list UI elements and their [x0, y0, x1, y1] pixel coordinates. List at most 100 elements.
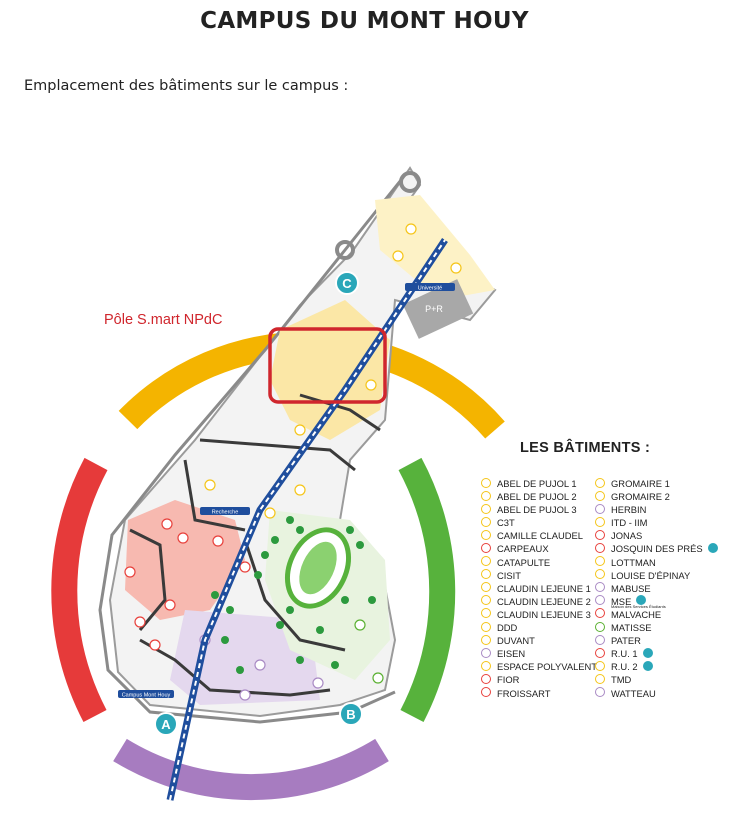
legend-item-label: TMD: [611, 674, 632, 686]
building-marker-icon: [595, 647, 605, 658]
legend-item: LOTTMAN: [595, 555, 718, 568]
legend-item: CLAUDIN LEJEUNE 3: [481, 607, 597, 620]
legend-item: JOSQUIN DES PRÉS: [595, 541, 718, 554]
building-marker-icon: [481, 595, 491, 606]
legend-item: HERBIN: [595, 502, 718, 515]
building-marker-icon: [595, 621, 605, 632]
legend-item: MATISSE: [595, 620, 718, 633]
building-marker-icon: [595, 634, 605, 645]
tram-stop-label: Université: [418, 286, 442, 292]
building-marker-icon: [595, 490, 605, 501]
building-marker-icon: [595, 595, 605, 606]
legend-item: R.U. 2: [595, 659, 718, 672]
zone-yellow: [270, 300, 390, 440]
building-marker-icon: [481, 503, 491, 514]
legend-item-label: MALVACHE: [611, 608, 662, 620]
legend-item: FIOR: [481, 672, 597, 685]
gate-c: C: [335, 271, 359, 295]
legend-item-label: ABEL DE PUJOL 1: [497, 478, 577, 490]
legend-item-label: FROISSART: [497, 687, 551, 699]
legend-item-label: EISEN: [497, 648, 526, 660]
legend-item-label: C3T: [497, 517, 515, 529]
stadium-field: [299, 541, 337, 595]
legend-item-label: R.U. 2: [611, 661, 638, 673]
legend-item-label: ESPACE POLYVALENT: [497, 661, 598, 673]
legend-item-label: CATAPULTE: [497, 556, 551, 568]
building-marker-icon: [481, 647, 491, 658]
legend-item-sublabel: Maison des Services Étudiants: [611, 603, 666, 609]
zone-yellow-top: [375, 195, 495, 300]
building-marker-icon: [595, 529, 605, 540]
legend-item-label: PATER: [611, 635, 641, 647]
building-marker-icon: [481, 542, 491, 553]
legend-title: LES BÂTIMENTS :: [520, 440, 651, 456]
tram-line-center: [169, 239, 446, 801]
legend-item: JONAS: [595, 528, 718, 541]
tram-stop-campus-mont-houy: Campus Mont Houy: [118, 690, 174, 699]
legend-item: WATTEAU: [595, 686, 718, 699]
legend-item: GROMAIRE 2: [595, 489, 718, 502]
tram-stop-universite: Université: [405, 283, 455, 292]
legend-item: CATAPULTE: [481, 555, 597, 568]
service-icon: [642, 647, 653, 658]
legend-item-label: ITD - IIM: [611, 517, 648, 529]
legend-item-label: CISIT: [497, 569, 521, 581]
service-icon: [636, 595, 647, 606]
arc-purple: [113, 738, 389, 800]
building-marker-icon: [481, 477, 491, 488]
legend-item-label: LOTTMAN: [611, 556, 656, 568]
parking-area: [402, 279, 474, 339]
building-markers: [124, 223, 462, 701]
trees: [211, 516, 376, 674]
building-marker-icon: [481, 621, 491, 632]
building-marker-icon: [481, 582, 491, 593]
legend-item-label: GROMAIRE 1: [611, 478, 670, 490]
legend-item: CAMILLE CLAUDEL: [481, 528, 597, 541]
legend-item-label: WATTEAU: [611, 687, 656, 699]
legend-item: FROISSART: [481, 686, 597, 699]
legend-item-label: CLAUDIN LEJEUNE 1: [497, 582, 591, 594]
tram-stop-label: Campus Mont Houy: [122, 693, 171, 699]
legend-item: ESPACE POLYVALENT: [481, 659, 597, 672]
building-marker-icon: [481, 673, 491, 684]
building-marker-icon: [595, 542, 605, 553]
legend-item-label: DUVANT: [497, 635, 535, 647]
building-marker-icon: [481, 516, 491, 527]
gate-label: C: [342, 276, 352, 291]
legend-item-label: LOUISE D'ÉPINAY: [611, 569, 691, 581]
building-marker-icon: [595, 582, 605, 593]
arc-green: [398, 457, 456, 722]
legend-item: C3T: [481, 515, 597, 528]
legend-item-label: HERBIN: [611, 504, 647, 516]
legend-item: R.U. 1: [595, 646, 718, 659]
legend-item: ITD - IIM: [595, 515, 718, 528]
legend-item-label: R.U. 1: [611, 648, 638, 660]
legend-item-label: CLAUDIN LEJEUNE 2: [497, 595, 591, 607]
building-marker-icon: [595, 608, 605, 619]
legend-item-label: CAMILLE CLAUDEL: [497, 530, 583, 542]
arc-red: [51, 457, 108, 723]
legend-item: CLAUDIN LEJEUNE 2: [481, 594, 597, 607]
legend-item-label: JONAS: [611, 530, 643, 542]
pole-highlight-box: [268, 327, 387, 404]
legend-item: LOUISE D'ÉPINAY: [595, 568, 718, 581]
building-marker-icon: [481, 608, 491, 619]
building-marker-icon: [595, 660, 605, 671]
building-marker-icon: [595, 569, 605, 580]
legend-item: CARPEAUX: [481, 541, 597, 554]
gate-label: B: [346, 707, 355, 722]
building-marker-icon: [481, 490, 491, 501]
building-marker-icon: [481, 556, 491, 567]
building-marker-icon: [595, 516, 605, 527]
legend-item: CLAUDIN LEJEUNE 1: [481, 581, 597, 594]
building-marker-icon: [481, 529, 491, 540]
legend-item: ABEL DE PUJOL 2: [481, 489, 597, 502]
tram-stop-recherche: Recherche: [200, 507, 250, 516]
ring-road: [98, 174, 407, 724]
building-marker-icon: [595, 503, 605, 514]
roundabout-top: [399, 171, 421, 193]
legend-item: DUVANT: [481, 633, 597, 646]
building-marker-icon: [595, 556, 605, 567]
